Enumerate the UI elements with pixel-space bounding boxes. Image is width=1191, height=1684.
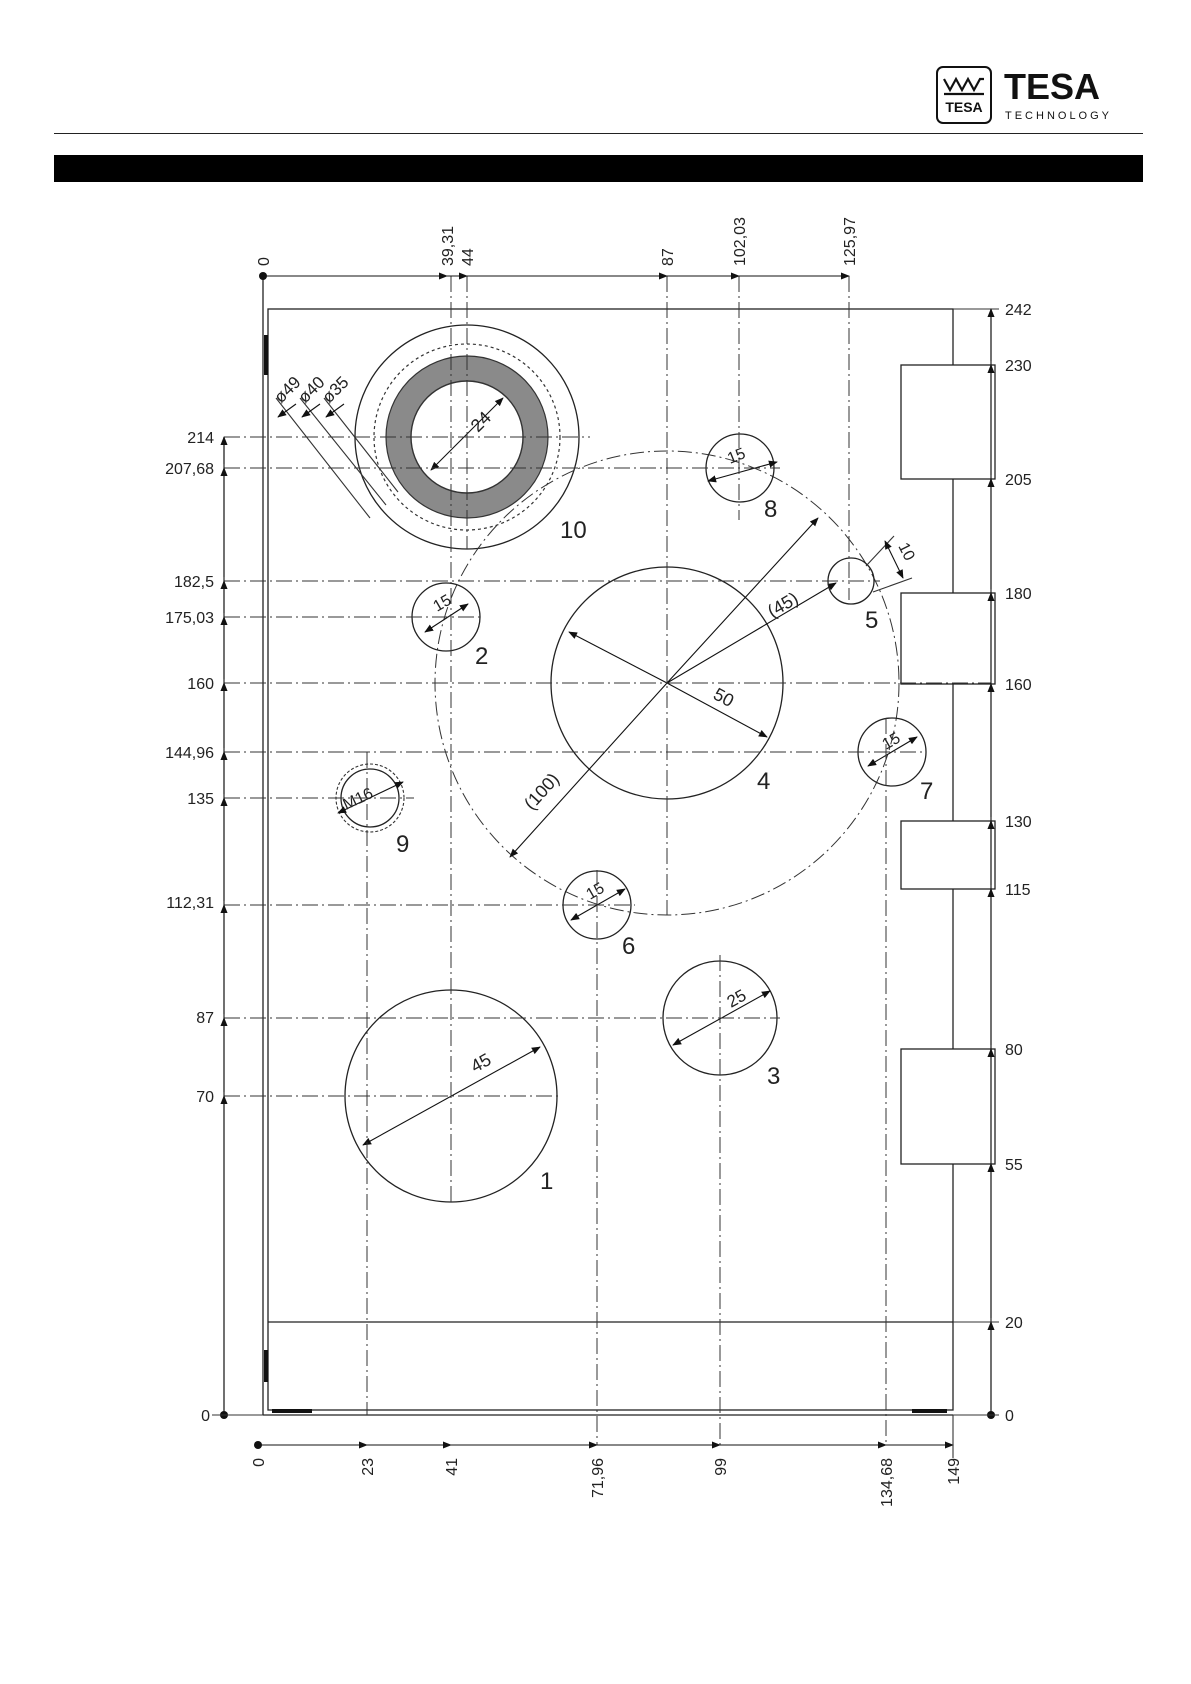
slot-180-160 — [901, 593, 995, 684]
feature-3: 25 3 — [663, 961, 780, 1090]
dim-ref-45: (45) — [764, 588, 802, 621]
x-top-label-87: 87 — [660, 248, 677, 266]
feature-number-4: 4 — [757, 768, 770, 795]
feature-number-9: 9 — [396, 831, 409, 858]
dim-45: 45 — [467, 1049, 494, 1076]
feature-6: 15 6 — [563, 871, 635, 960]
y-right-label-160: 160 — [1005, 677, 1032, 694]
feature-number-6: 6 — [622, 933, 635, 960]
y-left-label-0: 0 — [201, 1408, 210, 1425]
dim-15-feature-6: 15 — [584, 880, 608, 904]
x-top-label-102-03: 102,03 — [732, 217, 749, 266]
x-bottom-label-23: 23 — [360, 1458, 377, 1476]
x-top-label-125-97: 125,97 — [842, 217, 859, 266]
left-dimension-chain: 214 207,68 182,5 175,03 160 144,96 135 1… — [165, 430, 263, 1425]
thread-m16: M16 — [341, 785, 376, 814]
y-left-label-182-5: 182,5 — [174, 574, 214, 591]
feature-number-10: 10 — [560, 517, 587, 544]
y-left-label-135: 135 — [187, 791, 214, 808]
x-bottom-label-149: 149 — [946, 1458, 963, 1485]
feature-number-1: 1 — [540, 1168, 553, 1195]
y-left-label-214: 214 — [187, 430, 214, 447]
center-lines — [224, 276, 991, 1445]
y-right-label-230: 230 — [1005, 358, 1032, 375]
dim-ref-100: (100) — [520, 769, 563, 814]
bottom-dimension-chain: 0 23 41 71,96 99 134,68 149 — [251, 1415, 963, 1507]
y-left-label-144-96: 144,96 — [165, 745, 214, 762]
y-right-label-20: 20 — [1005, 1315, 1023, 1332]
y-left-label-207-68: 207,68 — [165, 461, 214, 478]
y-right-label-242: 242 — [1005, 302, 1032, 319]
feature-7: 15 7 — [858, 718, 933, 805]
y-left-label-87: 87 — [196, 1010, 214, 1027]
feature-number-2: 2 — [475, 643, 488, 670]
y-right-label-80: 80 — [1005, 1042, 1023, 1059]
feature-8: 15 8 — [706, 434, 777, 523]
x-bottom-label-134-68: 134,68 — [879, 1458, 896, 1507]
dim-25: 25 — [724, 986, 750, 1012]
feature-number-7: 7 — [920, 778, 933, 805]
side-slots — [901, 365, 995, 1164]
slot-230-205 — [901, 365, 995, 479]
y-left-label-175-03: 175,03 — [165, 610, 214, 627]
slot-80-55 — [901, 1049, 995, 1164]
x-bottom-label-41: 41 — [444, 1458, 461, 1476]
x-top-label-0: 0 — [256, 257, 273, 266]
slot-130-115 — [901, 821, 995, 889]
y-left-label-70: 70 — [196, 1089, 214, 1106]
x-top-label-39-31: 39,31 — [440, 226, 457, 266]
y-right-label-205: 205 — [1005, 472, 1032, 489]
x-bottom-label-0: 0 — [251, 1458, 268, 1467]
y-left-label-112-31: 112,31 — [166, 895, 214, 912]
feature-9: M16 9 — [336, 764, 409, 858]
feature-number-8: 8 — [764, 496, 777, 523]
top-dimension-chain: 0 39,31 44 87 102,03 125,97 — [256, 217, 859, 280]
y-right-label-0: 0 — [1005, 1408, 1014, 1425]
feature-number-5: 5 — [865, 607, 878, 634]
feature-number-3: 3 — [767, 1063, 780, 1090]
dim-15-feature-8: 15 — [725, 445, 748, 467]
x-bottom-label-71-96: 71,96 — [590, 1458, 607, 1498]
y-right-label-130: 130 — [1005, 814, 1032, 831]
y-right-label-115: 115 — [1005, 882, 1031, 899]
dim-10: 10 — [894, 540, 917, 564]
y-right-label-55: 55 — [1005, 1157, 1023, 1174]
x-bottom-label-99: 99 — [713, 1458, 730, 1476]
x-top-label-44: 44 — [460, 248, 477, 266]
y-right-label-180: 180 — [1005, 586, 1032, 603]
feature-2: 15 2 — [412, 583, 488, 670]
dim-15-feature-7: 15 — [880, 730, 904, 754]
dim-50: 50 — [710, 684, 737, 711]
y-left-label-160: 160 — [187, 676, 214, 693]
dim-phi35: ø35 — [318, 373, 352, 407]
